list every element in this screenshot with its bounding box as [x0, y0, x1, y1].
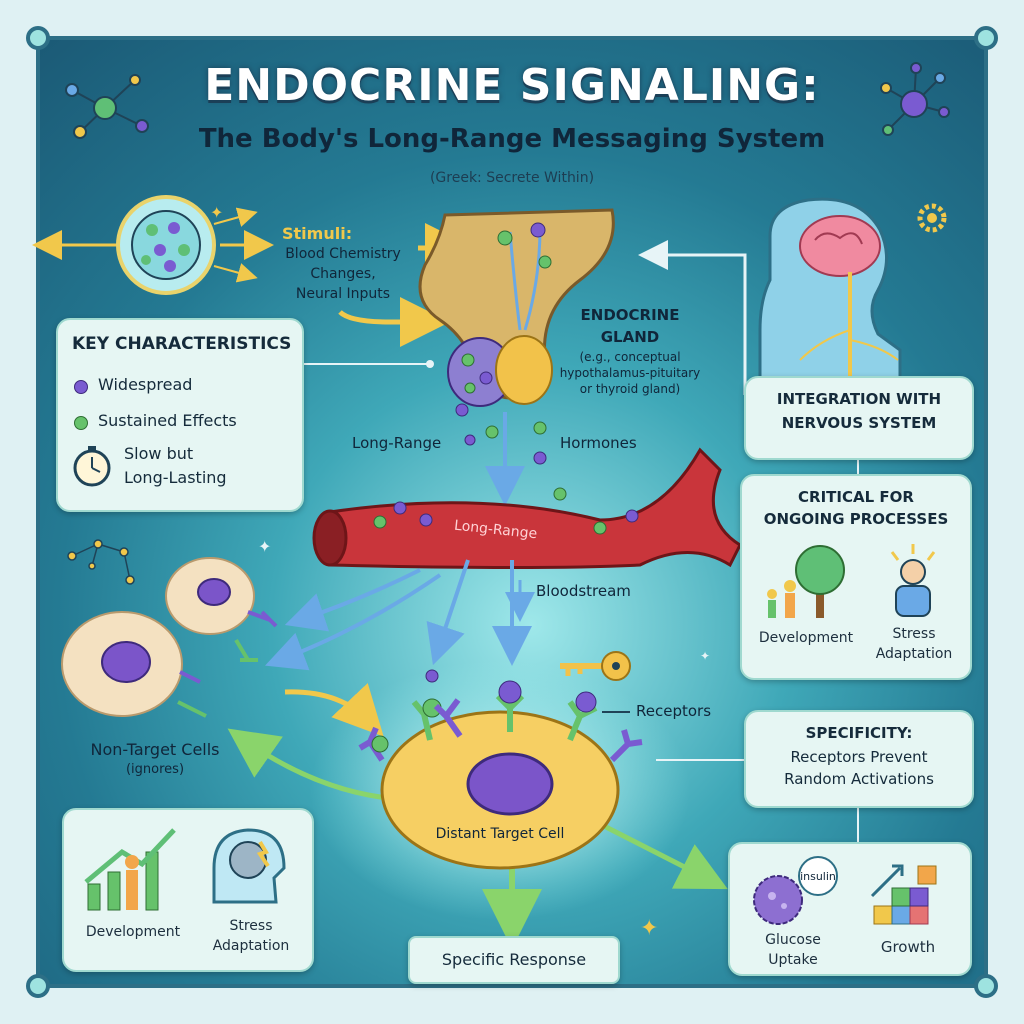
- head-brain-icon: [758, 197, 902, 382]
- head-stress-icon: [212, 828, 286, 904]
- integration-line-2: NERVOUS SYSTEM: [781, 414, 937, 432]
- critical-line-1: CRITICAL FOR: [798, 488, 914, 506]
- specificity-line-1: SPECIFICITY:: [805, 724, 913, 742]
- bottom-right-panel: insulin Glucose Uptake Growth: [728, 842, 972, 976]
- growth-label: Growth: [880, 938, 936, 956]
- glucose-insulin-icon: [753, 856, 838, 925]
- stimuli-line-1: Blood Chemistry: [285, 246, 401, 262]
- growth-chart-icon: [84, 828, 176, 911]
- corner-dot-icon: [26, 26, 50, 50]
- specificity-line-3: Random Activations: [784, 770, 934, 788]
- svg-text:✦: ✦: [700, 649, 710, 663]
- signaling-cell-icon: [31, 195, 274, 295]
- svg-text:✦: ✦: [640, 916, 658, 941]
- characteristic-sustained: Sustained Effects: [98, 411, 237, 430]
- molecule-icon: [880, 62, 950, 136]
- key-icon: [560, 651, 631, 681]
- constellation-icon: [67, 539, 135, 585]
- corner-dot-icon: [974, 26, 998, 50]
- stimuli-heading: Stimuli:: [282, 224, 353, 243]
- specific-response-box: Specific Response: [408, 936, 620, 984]
- critical-processes-panel: CRITICAL FOR ONGOING PROCESSES Developme…: [740, 474, 972, 680]
- characteristic-widespread: Widespread: [98, 375, 193, 394]
- endocrine-gland: [418, 208, 615, 407]
- receptors-label: Receptors: [636, 702, 712, 720]
- glucose-label-2: Uptake: [768, 952, 818, 968]
- bottom-development-label: Development: [85, 924, 181, 940]
- gear-icon: [917, 203, 947, 233]
- long-range-label: Long-Range: [352, 434, 442, 452]
- bottom-left-panel: Development Stress Adaptation: [62, 808, 314, 972]
- purple-bullet-icon: [74, 380, 88, 394]
- stopwatch-icon: [73, 446, 111, 487]
- stress-person-icon: [890, 544, 936, 617]
- key-characteristics-heading: KEY CHARACTERISTICS: [72, 334, 292, 354]
- blood-vessel: [312, 447, 742, 569]
- target-cell-label: Distant Target Cell: [435, 826, 565, 842]
- distant-target-cell: [358, 669, 643, 870]
- critical-development-label: Development: [758, 630, 854, 646]
- bottom-stress-label-1: Stress: [229, 918, 273, 934]
- integration-panel: INTEGRATION WITH NERVOUS SYSTEM: [744, 376, 974, 460]
- key-characteristics-panel: KEY CHARACTERISTICS Widespread Sustained…: [56, 318, 304, 512]
- gland-example-1: (e.g., conceptual: [579, 350, 681, 364]
- critical-line-2: ONGOING PROCESSES: [763, 510, 949, 528]
- hormones-label: Hormones: [560, 434, 637, 452]
- critical-stress-label-2: Adaptation: [875, 646, 953, 662]
- bottom-stress-label-2: Adaptation: [212, 938, 290, 954]
- corner-dot-icon: [974, 974, 998, 998]
- specificity-panel: SPECIFICITY: Receptors Prevent Random Ac…: [744, 710, 974, 808]
- stimuli-line-3: Neural Inputs: [295, 286, 391, 302]
- molecule-icon: [65, 74, 149, 139]
- gland-label-line-1: ENDOCRINE: [580, 306, 680, 324]
- non-target-label: Non-Target Cells: [90, 740, 220, 759]
- non-target-note: (ignores): [125, 762, 185, 777]
- stimuli-line-2: Changes,: [310, 266, 376, 282]
- page-subtitle: The Body's Long-Range Messaging System: [198, 124, 826, 154]
- critical-stress-label-1: Stress: [892, 626, 936, 642]
- page-title: ENDOCRINE SIGNALING:: [204, 60, 820, 111]
- glucose-label-1: Glucose: [765, 932, 821, 948]
- corner-dot-icon: [26, 974, 50, 998]
- gland-label-line-2: GLAND: [600, 328, 660, 346]
- integration-line-1: INTEGRATION WITH: [776, 390, 942, 408]
- greek-note: (Greek: Secrete Within): [429, 170, 595, 186]
- insulin-label: insulin: [800, 870, 836, 883]
- svg-text:✦: ✦: [258, 537, 271, 556]
- non-target-cells: [61, 557, 278, 718]
- characteristic-slow: Slow but: [124, 444, 194, 463]
- gland-example-2: hypothalamus-pituitary: [559, 366, 701, 380]
- development-tree-icon: [767, 545, 845, 618]
- bloodstream-label: Bloodstream: [536, 582, 631, 600]
- specificity-line-2: Receptors Prevent: [790, 748, 928, 766]
- gland-example-3: or thyroid gland): [579, 382, 681, 396]
- green-bullet-icon: [74, 416, 88, 430]
- growth-blocks-icon: [870, 864, 937, 925]
- specific-response-label: Specific Response: [441, 950, 587, 969]
- svg-text:✦: ✦: [210, 203, 223, 222]
- characteristic-long-lasting: Long-Lasting: [124, 468, 227, 487]
